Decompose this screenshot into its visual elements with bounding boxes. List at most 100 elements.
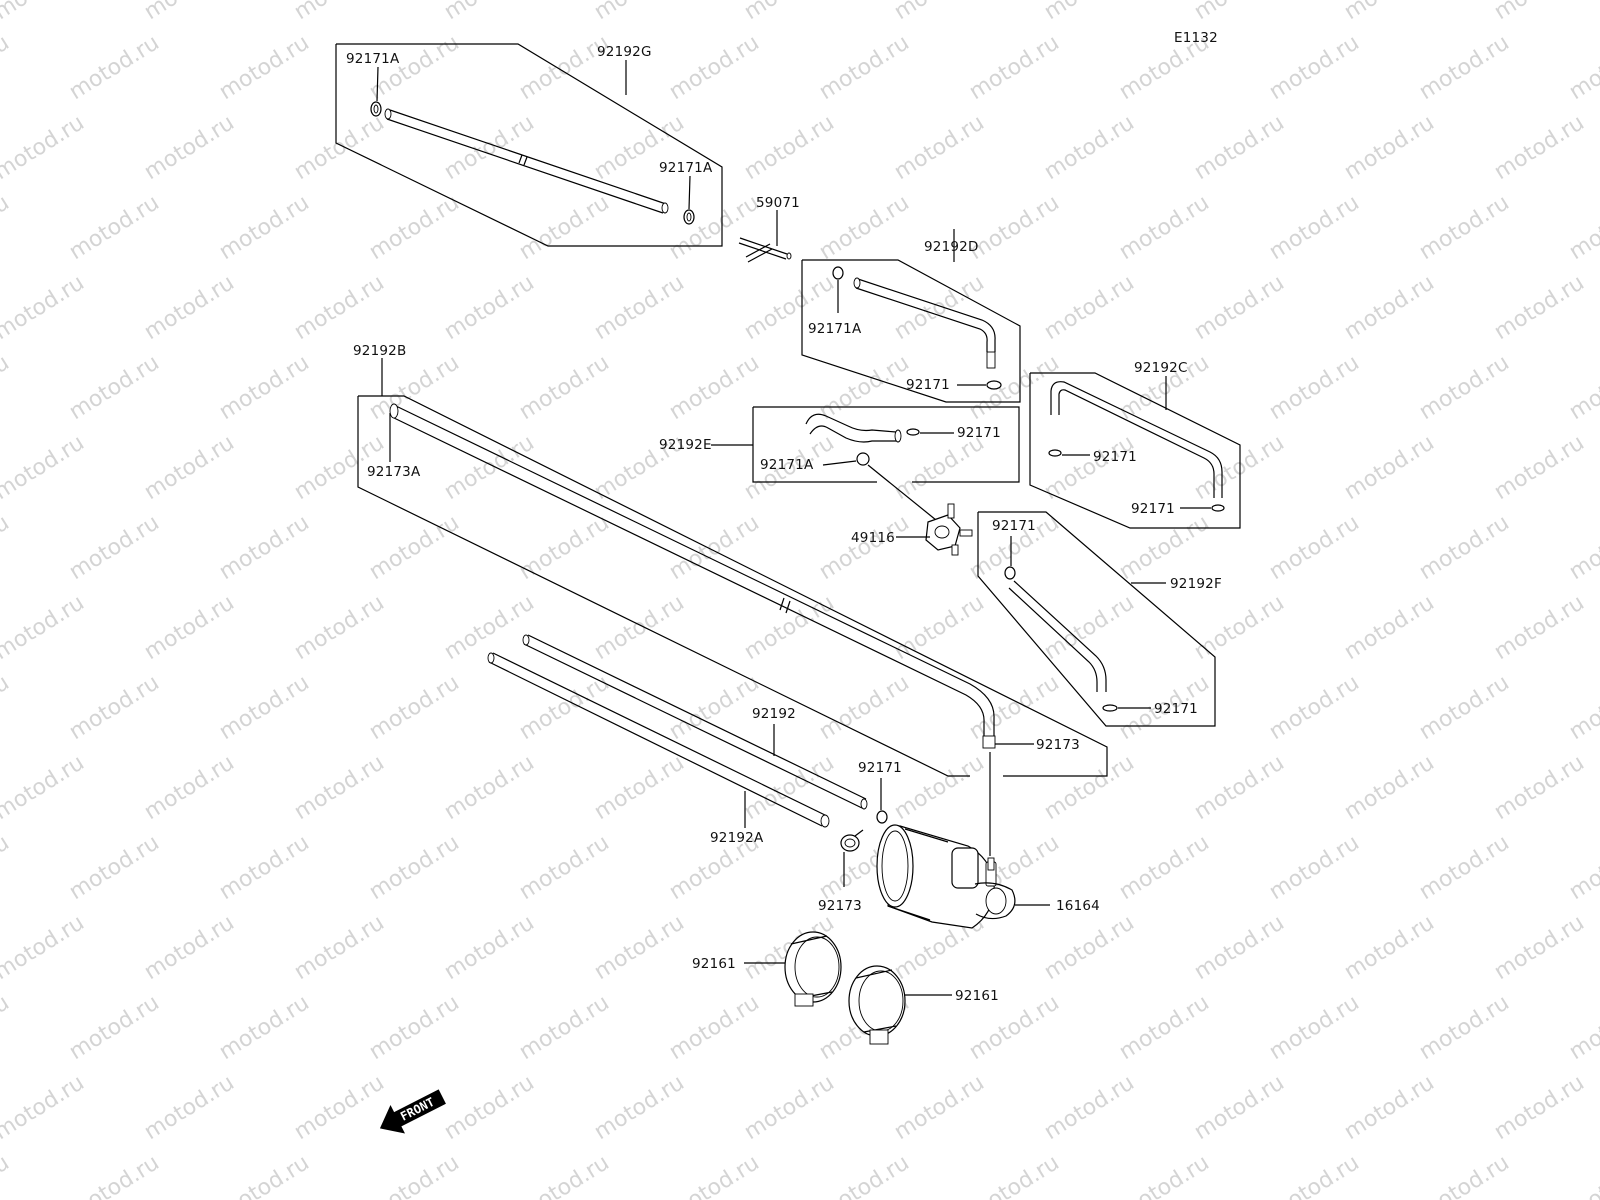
- clip-92171-main[interactable]: [876, 810, 888, 824]
- watermark-text: motod.ru: [1565, 190, 1600, 265]
- watermark-text: motod.ru: [0, 510, 14, 585]
- hose-92192D[interactable]: [853, 277, 996, 369]
- watermark-text: motod.ru: [815, 350, 914, 425]
- hose-92192C[interactable]: [1050, 381, 1223, 498]
- clip-92171-f2[interactable]: [1102, 704, 1118, 712]
- watermark-text: motod.ru: [590, 750, 689, 825]
- label-92173-main: 92173: [818, 898, 862, 914]
- watermark-text: motod.ru: [1265, 350, 1364, 425]
- watermark-text: motod.ru: [0, 910, 89, 985]
- watermark-text: motod.ru: [1415, 670, 1514, 745]
- watermark-text: motod.ru: [0, 990, 14, 1065]
- group-outline-92192E-b: [752, 407, 877, 483]
- watermark-text: motod.ru: [65, 350, 164, 425]
- watermark-text: motod.ru: [140, 110, 239, 185]
- watermark-text: motod.ru: [0, 750, 89, 825]
- clip-92171-c2[interactable]: [1211, 504, 1225, 512]
- hose-92192F[interactable]: [1008, 580, 1107, 692]
- hose-92192[interactable]: [522, 634, 868, 810]
- clip-92171-d[interactable]: [986, 380, 1002, 390]
- hose-group-92192C: 92192C 92171 92171: [1029, 360, 1241, 529]
- watermark-text: motod.ru: [1415, 190, 1514, 265]
- watermark-text: motod.ru: [1490, 910, 1589, 985]
- watermark-text: motod.ru: [290, 110, 389, 185]
- watermark-text: motod.ru: [815, 510, 914, 585]
- watermark-text: motod.ru: [140, 750, 239, 825]
- hose-92192A[interactable]: [487, 652, 830, 828]
- watermark-text: motod.ru: [665, 190, 764, 265]
- group-outline-92192C: [1029, 372, 1241, 529]
- watermark-text: motod.ru: [815, 30, 914, 105]
- clip-92171-e[interactable]: [906, 428, 920, 436]
- watermark-text: motod.ru: [815, 190, 914, 265]
- label-92173A: 92173A: [367, 464, 421, 480]
- hose-92192G[interactable]: [384, 108, 669, 214]
- watermark-text: motod.ru: [515, 510, 614, 585]
- watermark-text: motod.ru: [0, 1150, 14, 1200]
- clip-92171-f1[interactable]: [1004, 566, 1016, 580]
- band-92161-right[interactable]: [848, 965, 906, 1045]
- watermark-text: motod.ru: [740, 0, 839, 25]
- label-59071: 59071: [756, 195, 800, 211]
- hose-92192B[interactable]: [389, 403, 996, 749]
- clip-92171-c1[interactable]: [1048, 449, 1062, 457]
- watermark-text: motod.ru: [65, 510, 164, 585]
- watermark-text: motod.ru: [1340, 430, 1439, 505]
- clamp-92173-main[interactable]: [840, 829, 864, 852]
- band-92161-left[interactable]: [784, 931, 842, 1007]
- watermark-text: motod.ru: [590, 910, 689, 985]
- watermark-text: motod.ru: [890, 110, 989, 185]
- valve-49116[interactable]: [925, 503, 973, 556]
- watermark-text: motod.ru: [1040, 0, 1139, 25]
- watermark-text: motod.ru: [590, 1070, 689, 1145]
- watermark-text: motod.ru: [65, 670, 164, 745]
- watermark-text: motod.ru: [1040, 1070, 1139, 1145]
- watermark-text: motod.ru: [290, 270, 389, 345]
- watermark-text: motod.ru: [365, 670, 464, 745]
- clip-92171A-top-right[interactable]: [683, 209, 695, 225]
- watermark-text: motod.ru: [1340, 0, 1439, 25]
- clip-92171A-e[interactable]: [856, 452, 870, 466]
- watermark-text: motod.ru: [1265, 670, 1364, 745]
- label-92171-c1: 92171: [1093, 449, 1137, 465]
- label-92192G: 92192G: [597, 44, 652, 60]
- watermark-text: motod.ru: [665, 990, 764, 1065]
- watermark-text: motod.ru: [1040, 110, 1139, 185]
- fitting-59071[interactable]: [738, 237, 792, 263]
- watermark-text: motod.ru: [1265, 30, 1364, 105]
- watermark-text: motod.ru: [515, 830, 614, 905]
- watermark-text: motod.ru: [1490, 110, 1589, 185]
- label-92192B: 92192B: [353, 343, 406, 359]
- clip-92171A-top-left[interactable]: [370, 101, 382, 117]
- label-92171A-e: 92171A: [760, 457, 814, 473]
- diagram-code: E1132: [1174, 30, 1218, 46]
- watermark-text: motod.ru: [1340, 270, 1439, 345]
- clip-92171A-d[interactable]: [832, 266, 844, 280]
- watermark-text: motod.ru: [1490, 750, 1589, 825]
- watermark-text: motod.ru: [440, 270, 539, 345]
- watermark-text: motod.ru: [0, 670, 14, 745]
- canister-16164[interactable]: [876, 824, 1016, 929]
- watermark-text: motod.ru: [365, 830, 464, 905]
- watermark-text: motod.ru: [965, 190, 1064, 265]
- watermark-text: motod.ru: [1265, 830, 1364, 905]
- watermark-text: motod.ru: [365, 1150, 464, 1200]
- label-92171-f1: 92171: [992, 518, 1036, 534]
- watermark-text: motod.ru: [1340, 110, 1439, 185]
- group-outline-92192B-a: [358, 395, 1108, 777]
- watermark-text: motod.ru: [365, 510, 464, 585]
- watermark-text: motod.ru: [1040, 750, 1139, 825]
- group-outline-92192F: [977, 511, 1216, 727]
- watermark-text: motod.ru: [1340, 910, 1439, 985]
- watermark-text: motod.ru: [1115, 1150, 1214, 1200]
- watermark-text: motod.ru: [290, 910, 389, 985]
- watermark-text: motod.ru: [1565, 830, 1600, 905]
- leader-valve-link: [867, 464, 937, 521]
- label-92171-main: 92171: [858, 760, 902, 776]
- watermark-text: motod.ru: [1415, 30, 1514, 105]
- watermark-text: motod.ru: [365, 350, 464, 425]
- hose-92192E[interactable]: [805, 413, 902, 443]
- hose-group-92192D: 92192D 92171A 92171: [801, 229, 1021, 403]
